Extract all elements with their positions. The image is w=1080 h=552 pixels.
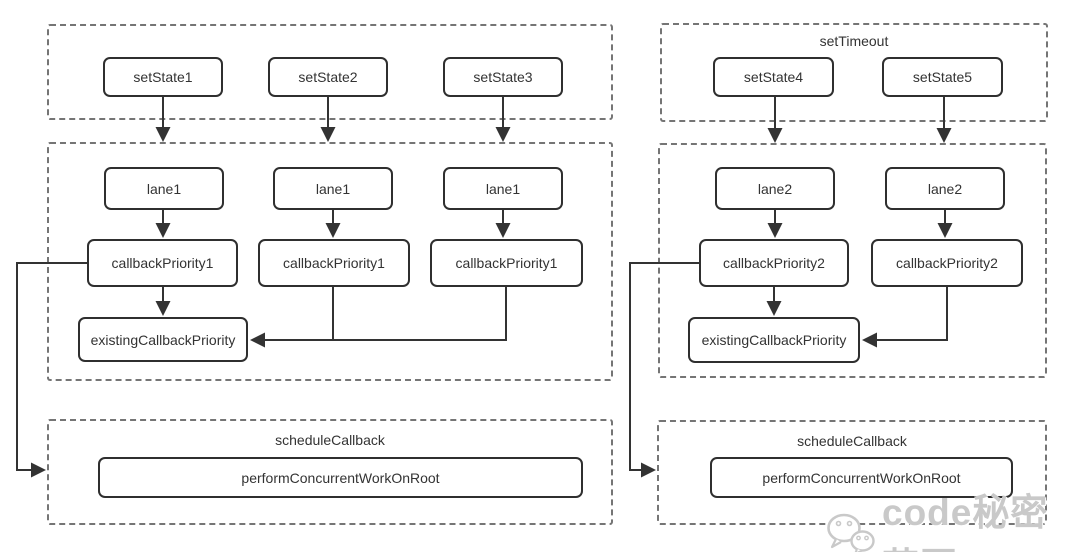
node-callbackpriority1-b: callbackPriority1 [258, 239, 410, 287]
arrow-priority2b-to-existing [862, 287, 948, 348]
node-lane1-a: lane1 [104, 167, 224, 210]
right-lanes-container [658, 143, 1047, 378]
node-callbackpriority1-c: callbackPriority1 [430, 239, 583, 287]
node-setstate2: setState2 [268, 57, 388, 97]
node-setstate5: setState5 [882, 57, 1003, 97]
node-callbackpriority1-a: callbackPriority1 [87, 239, 238, 287]
node-lane2-b: lane2 [885, 167, 1005, 210]
node-performconcurrentworkonroot-left: performConcurrentWorkOnRoot [98, 457, 583, 498]
left-setstate-container [47, 24, 613, 120]
right-schedulecallback-label: scheduleCallback [797, 433, 907, 449]
settimeout-container: setTimeout [660, 23, 1048, 122]
node-existingcallbackpriority-left: existingCallbackPriority [78, 317, 248, 362]
node-existingcallbackpriority-right: existingCallbackPriority [688, 317, 860, 363]
node-setstate1: setState1 [103, 57, 223, 97]
left-schedulecallback-container: scheduleCallback [47, 419, 613, 525]
node-performconcurrentworkonroot-right: performConcurrentWorkOnRoot [710, 457, 1013, 498]
arrow-priority1-to-schedulecallback [16, 262, 87, 478]
arrow-priority1c-to-existing [250, 287, 507, 348]
node-setstate3: setState3 [443, 57, 563, 97]
node-callbackpriority2-a: callbackPriority2 [699, 239, 849, 287]
node-lane1-b: lane1 [273, 167, 393, 210]
node-setstate4: setState4 [713, 57, 834, 97]
node-lane1-c: lane1 [443, 167, 563, 210]
settimeout-label: setTimeout [819, 33, 889, 49]
node-lane2-a: lane2 [715, 167, 835, 210]
node-callbackpriority2-b: callbackPriority2 [871, 239, 1023, 287]
left-lanes-container [47, 142, 613, 381]
left-schedulecallback-label: scheduleCallback [275, 432, 385, 448]
arrow-priority2-to-schedulecallback [629, 262, 699, 478]
